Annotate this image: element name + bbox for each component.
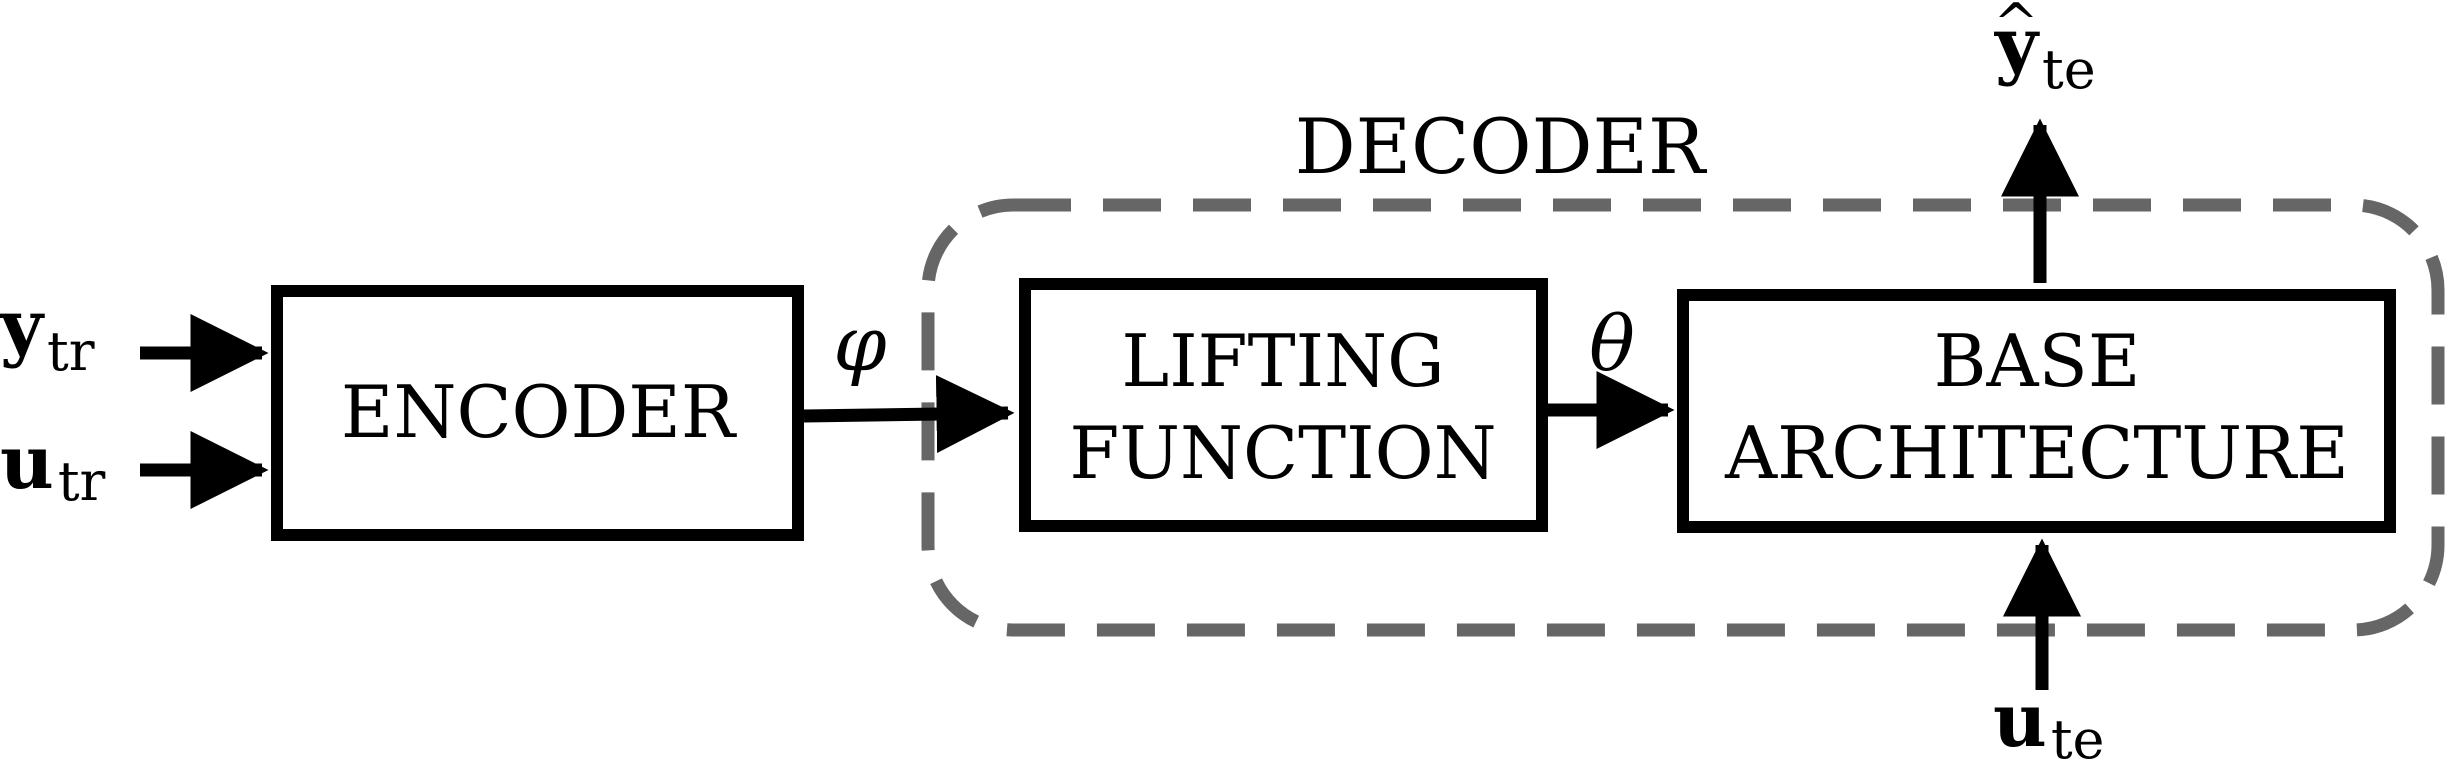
- label-u-te-main: u: [1993, 678, 2047, 764]
- label-u-tr-sub: tr: [58, 450, 106, 513]
- label-y-te-output: yte: [1994, 2, 2096, 101]
- decoder-label: DECODER: [1295, 102, 1708, 191]
- label-y-te-sub: te: [2042, 38, 2096, 101]
- lifting-label-line1: LIFTING: [1121, 319, 1444, 403]
- encoder-label: ENCODER: [341, 370, 737, 454]
- lifting-label-line2: FUNCTION: [1069, 411, 1496, 495]
- label-y-tr-sub: tr: [47, 320, 95, 383]
- label-y-te-hat: ^: [1993, 0, 2038, 55]
- arrow-phi: [803, 375, 1015, 454]
- lifting-function-box: [1019, 278, 1548, 532]
- label-u-tr: utr: [0, 420, 106, 513]
- base-label-line1: BASE: [1934, 319, 2141, 403]
- encoder-box: [271, 285, 804, 541]
- base-architecture-box: [1677, 289, 2396, 533]
- label-theta: θ: [1589, 299, 1635, 388]
- base-label-line2: ARCHITECTURE: [1724, 411, 2349, 495]
- label-y-tr: ytr: [0, 284, 95, 383]
- label-u-te-sub: te: [2051, 708, 2105, 766]
- label-y-te-main: y: [1994, 2, 2040, 88]
- label-u-te: ute: [1993, 678, 2104, 766]
- label-phi: φ: [833, 299, 886, 388]
- label-y-tr-main: y: [0, 284, 45, 370]
- label-u-tr-main: u: [0, 420, 54, 506]
